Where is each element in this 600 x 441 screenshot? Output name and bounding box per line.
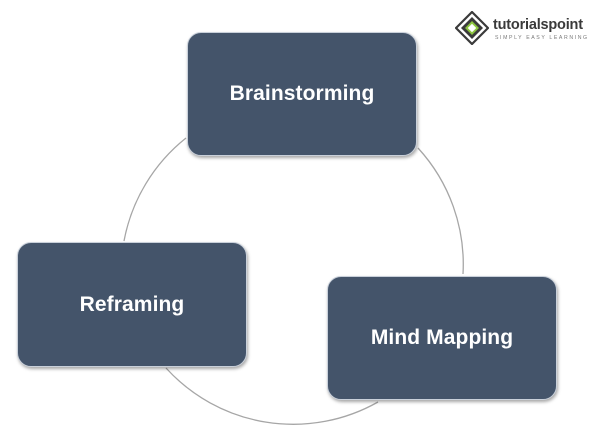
logo-diamond-icon [455, 11, 489, 45]
logo-tagline: SIMPLY EASY LEARNING [495, 35, 589, 41]
arc-mind-mapping-to-reframing [165, 367, 379, 425]
node-brainstorming: Brainstorming [187, 32, 417, 156]
arc-reframing-to-brainstorming [123, 137, 187, 242]
tutorialspoint-logo: tutorialspoint SIMPLY EASY LEARNING [452, 8, 597, 48]
node-label: Brainstorming [229, 82, 375, 105]
logo-brand-name: tutorialspoint [493, 17, 583, 33]
node-label: Reframing [79, 292, 185, 316]
node-mind-mapping: Mind Mapping [327, 276, 557, 400]
node-label: Mind Mapping [370, 326, 514, 349]
node-reframing: Reframing [17, 242, 247, 367]
arc-brainstorming-to-mind-mapping [417, 147, 464, 275]
